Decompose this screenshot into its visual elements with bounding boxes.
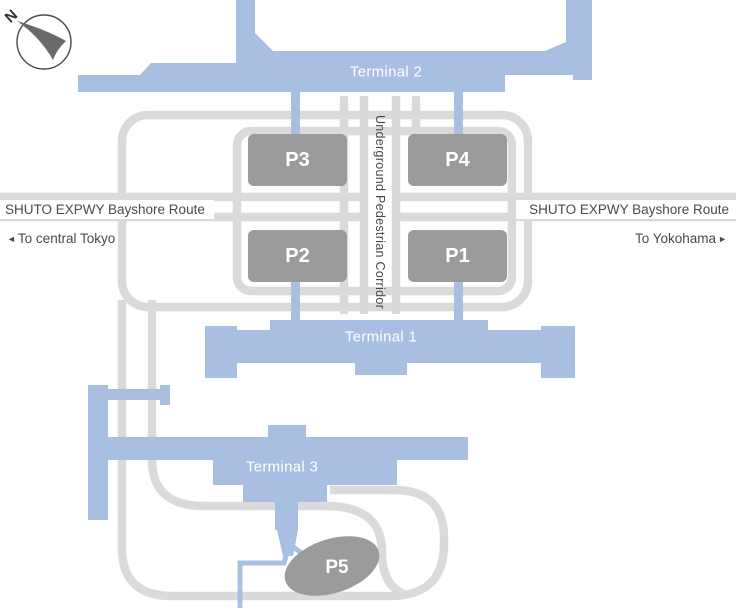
parking-p5-label: P5 [325, 557, 349, 578]
expressway-label-right: SHUTO EXPWY Bayshore Route [526, 201, 732, 219]
parking-p4: P4 [408, 134, 507, 186]
expressway-label-left: SHUTO EXPWY Bayshore Route [2, 201, 208, 219]
west-inner-road [147, 300, 406, 598]
parking-p1: P1 [408, 230, 507, 282]
compass-needle-icon [17, 21, 66, 60]
to-central-tokyo-text: To central Tokyo [17, 231, 116, 246]
terminal3-building [88, 385, 468, 556]
west-outer-road [117, 300, 449, 601]
terminal2-label: Terminal 2 [349, 63, 423, 81]
right-arrow-icon: ► [718, 234, 727, 244]
p5-lot [284, 536, 380, 596]
buildings-layer [78, 0, 592, 608]
compass-rose [16, 14, 72, 70]
terminal1-building [205, 320, 575, 378]
to-yokohama-label: To Yokohama► [632, 230, 732, 249]
inner-parking-loop [232, 126, 517, 296]
parking-p2: P2 [248, 230, 347, 282]
terminal1-label: Terminal 1 [344, 328, 418, 346]
terminal2-building [78, 0, 592, 92]
underground-pedestrian-corridor-label: Underground Pedestrian Corridor [373, 114, 387, 310]
parking-p3: P3 [248, 134, 347, 186]
to-yokohama-text: To Yokohama [635, 231, 717, 246]
terminal3-label: Terminal 3 [245, 458, 319, 476]
left-arrow-icon: ◄ [7, 234, 16, 244]
to-central-tokyo-label: ◄To central Tokyo [2, 230, 119, 249]
